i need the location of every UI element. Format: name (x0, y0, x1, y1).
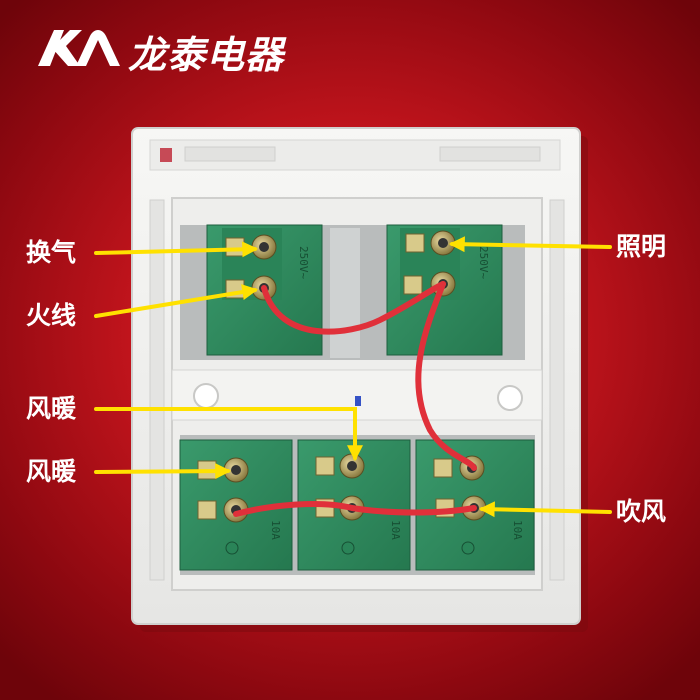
arrow-warm-air-lower (94, 463, 232, 480)
arrow-ventilation (94, 241, 259, 258)
brand-logo-icon (38, 30, 120, 66)
label-live-wire: 火线 (26, 301, 77, 330)
label-warm-air-upper: 风暖 (26, 394, 77, 423)
label-warm-air-lower: 风暖 (26, 457, 77, 486)
terminal-marking: 250V~ (477, 246, 490, 279)
arrow-lighting (448, 236, 612, 253)
label-lighting: 照明 (616, 232, 667, 261)
arrow-warm-air-upper (94, 407, 363, 462)
terminal-marking: 10A (389, 520, 402, 540)
jumper-wires (233, 281, 477, 517)
label-ventilation: 换气 (26, 238, 77, 267)
terminal-marking: 10A (269, 520, 282, 540)
brand-name: 龙泰电器 (128, 33, 285, 77)
terminal-marking: 250V~ (297, 246, 310, 279)
terminal-marking: 10A (511, 520, 524, 540)
mount-hole-right (497, 385, 523, 411)
label-blow-air: 吹风 (616, 497, 667, 526)
wire-upper-cross (261, 281, 446, 335)
wire-down (415, 281, 477, 471)
brand: 龙泰电器 (36, 22, 296, 77)
wire-lower-chain (233, 500, 477, 517)
arrow-live-wire (94, 284, 259, 318)
callout-arrows (94, 236, 612, 518)
mount-hole-left (193, 383, 219, 409)
arrow-blow-air (478, 501, 612, 518)
